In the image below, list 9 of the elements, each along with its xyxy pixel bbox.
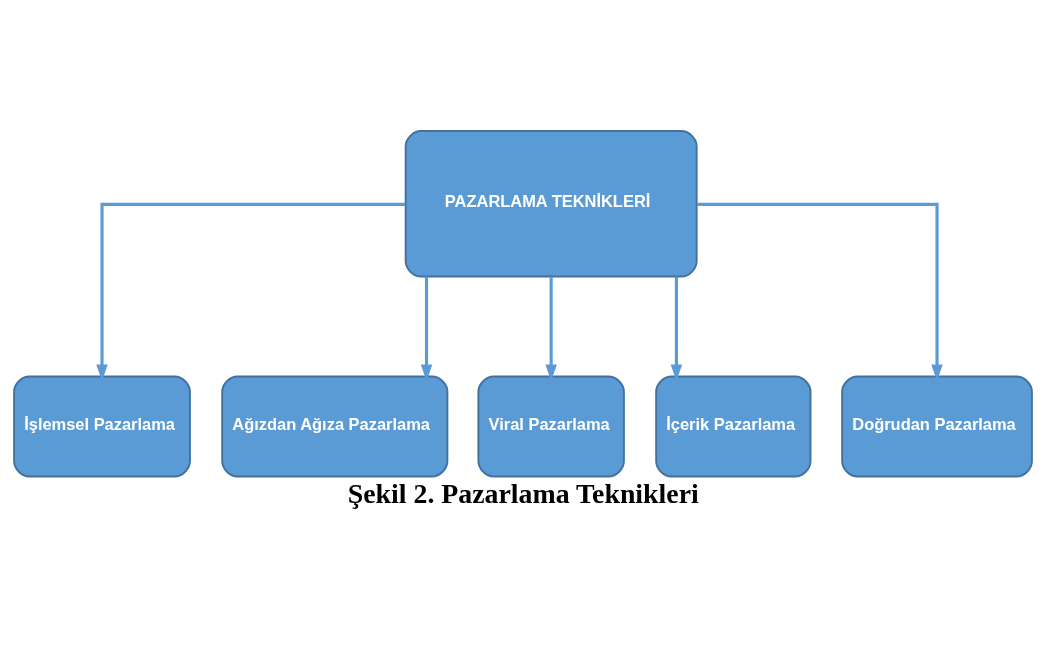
node-box: İçerik Pazarlama	[655, 375, 812, 478]
arrow	[697, 202, 943, 381]
caption: Şekil 2. Pazarlama Teknikleri	[347, 477, 699, 509]
node-box: Viral Pazarlama	[477, 375, 625, 478]
node-box: PAZARLAMA TEKNİKLERİ	[404, 130, 698, 278]
node-box: İşlemsel Pazarlama	[13, 375, 191, 478]
node-box: Doğrudan Pazarlama	[841, 375, 1033, 478]
arrow	[96, 202, 406, 381]
node-box: Ağızdan Ağıza Pazarlama	[221, 375, 449, 478]
